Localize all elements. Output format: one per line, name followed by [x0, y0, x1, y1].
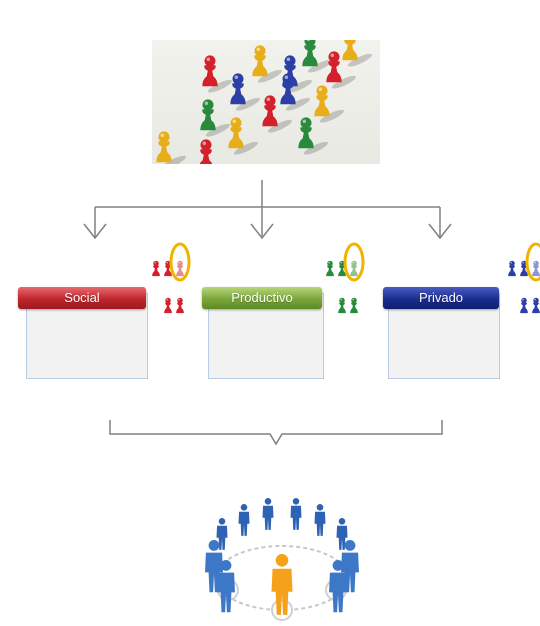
- pawn-icon: [230, 73, 260, 111]
- person-icon: [329, 560, 347, 613]
- brace-icon: [109, 420, 443, 446]
- pawn-icon: [532, 297, 540, 314]
- pawn-icon: [508, 260, 516, 277]
- pawn-icon: [252, 45, 282, 83]
- person-icon: [216, 518, 228, 550]
- pawn-icon: [298, 117, 328, 155]
- pawn-icon: [350, 297, 358, 314]
- person-icon: [290, 498, 302, 530]
- people-circle-image: [205, 498, 359, 621]
- pawns-image: [152, 29, 380, 177]
- person-icon: [314, 504, 326, 536]
- arrow-down-icon: [250, 223, 274, 240]
- pawn-icon: [176, 297, 184, 314]
- social-label: Social: [64, 290, 100, 305]
- pawn-icon: [314, 85, 344, 123]
- pawn-icon: [176, 260, 184, 277]
- person-icon: [262, 498, 274, 530]
- pawn-icon: [532, 260, 540, 277]
- pawn-icon: [338, 260, 346, 277]
- pawn-icon: [164, 297, 172, 314]
- pawn-icon: [200, 99, 230, 137]
- pawn-icon: [152, 260, 160, 277]
- arrow-down-icon: [428, 223, 452, 240]
- pawn-icon: [228, 117, 258, 155]
- pawn-icon: [350, 260, 358, 277]
- pawn-icon: [338, 297, 346, 314]
- person-icon: [238, 504, 250, 536]
- pawn-icon: [520, 260, 528, 277]
- pawn-icon: [280, 73, 310, 111]
- pawn-icon: [520, 297, 528, 314]
- productivo-header: Productivo: [202, 287, 322, 309]
- person-icon: [271, 554, 293, 615]
- highlight-ring: [169, 242, 191, 282]
- arrow-down-icon: [83, 223, 107, 240]
- pawn-icon: [262, 95, 292, 133]
- privado-label: Privado: [418, 290, 464, 305]
- person-icon: [217, 560, 235, 613]
- highlight-ring: [343, 242, 365, 282]
- person-icon: [336, 518, 348, 550]
- pawn-icon: [202, 55, 232, 93]
- privado-header: Privado: [383, 287, 499, 309]
- highlight-ring: [525, 242, 540, 282]
- pawn-icon: [326, 51, 356, 89]
- productivo-label: Productivo: [231, 290, 293, 305]
- pawn-icon: [326, 260, 334, 277]
- pawn-icon: [164, 260, 172, 277]
- social-header: Social: [18, 287, 146, 309]
